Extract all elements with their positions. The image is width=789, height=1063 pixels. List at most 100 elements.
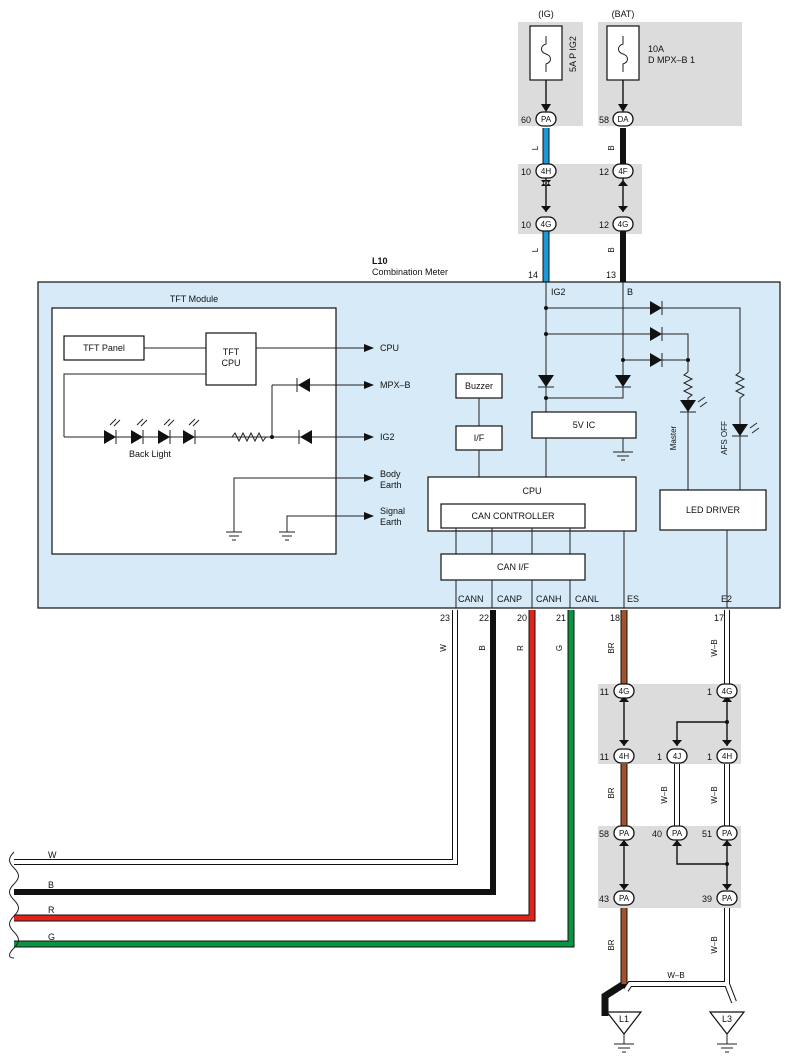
cpu-out-arrow (364, 344, 374, 352)
backlight-label: Back Light (129, 449, 172, 459)
if-box (455, 425, 503, 451)
wire-b-label-2: B (607, 247, 616, 252)
signal-earth-label-1: Signal (380, 506, 405, 516)
five-v-ground-icon (613, 438, 633, 461)
afs-led-rays (749, 422, 760, 434)
conn-j2-bottom-mid-oval (666, 748, 688, 764)
buzzer-label: Buzzer (465, 381, 493, 391)
left-wire-w-label: W (48, 850, 57, 860)
wire-l-label-1: L (531, 145, 540, 150)
pin-j3-bottom-left: 43 (599, 894, 609, 904)
term-es-label: ES (627, 594, 639, 604)
wire-w-case (14, 610, 458, 865)
wire-w-color-label: W (439, 644, 448, 652)
tft-cpu-label-1: TFT (223, 347, 240, 357)
conn-j2-bottom-mid: 4J (673, 752, 681, 761)
conn-j1-top-right: 4F (618, 167, 627, 176)
wire-wb-label-right: W–B (710, 786, 719, 803)
pin-22: 22 (479, 613, 489, 623)
wire-br-label-2: BR (607, 787, 616, 798)
afs-resistor (734, 371, 746, 424)
cpu-out-label: CPU (380, 343, 399, 353)
pin-j3-bottom-right: 39 (702, 894, 712, 904)
meter-id: L10 (372, 256, 388, 266)
right-diode-feeds (546, 307, 650, 361)
wire-b-color-label: B (478, 645, 487, 650)
ig-fuse-rating: 5A P IG2 (568, 36, 578, 72)
five-v-ic-label: 5V IC (573, 420, 596, 430)
wire-wb-segment-3 (624, 908, 736, 1003)
led-driver-box (659, 489, 767, 531)
conn-j2-bottom-right-oval (716, 748, 738, 764)
conn-bat-fuse: DA (617, 115, 629, 124)
wire-e2-label-1: W–B (710, 639, 719, 656)
conn-j3-top-right-oval (716, 825, 738, 841)
ground-l1-icon (614, 1034, 634, 1053)
mpxb-out-arrow (364, 381, 374, 389)
wire-r-color-label: R (516, 645, 525, 651)
pin-j2-bottom-right: 1 (707, 752, 712, 762)
bat-fuse-arrow (618, 104, 628, 112)
afs-off-label: AFS OFF (720, 421, 729, 455)
ground-l3-icon (717, 1034, 737, 1053)
conn-j2-top-right: 4G (722, 687, 733, 696)
pin-j1-top-right: 12 (599, 167, 609, 177)
can-controller-links (455, 528, 571, 554)
conn-j2-top-left: 4G (619, 687, 630, 696)
tft-cpu-box (205, 332, 257, 386)
meter-pin-ig2: 14 (528, 270, 538, 280)
body-earth-line (233, 477, 364, 532)
signal-earth-label-2: Earth (380, 517, 402, 527)
conn-j2-bottom-left-oval (613, 748, 635, 764)
wire-br-label-3: BR (607, 939, 616, 950)
master-resistor (682, 371, 694, 410)
conn-ig-fuse: PA (541, 115, 552, 124)
node-ig2-mid (544, 332, 548, 336)
pin-j3-top-mid: 40 (652, 829, 662, 839)
ig2-out-label: IG2 (380, 432, 395, 442)
pin-j3-top-right: 51 (702, 829, 712, 839)
wire-b-label-1: B (607, 145, 616, 150)
pin-bat-fuse: 58 (599, 115, 609, 125)
term-canp-label: CANP (497, 594, 522, 604)
junction3-node (725, 862, 729, 866)
meter-label-ig2: IG2 (551, 287, 566, 297)
ig-fuse-symbol (541, 36, 551, 72)
pin-21: 21 (556, 613, 566, 623)
pin-20: 20 (517, 613, 527, 623)
bat-fuse-rating-1: 10A (648, 44, 664, 54)
ig2-out-arrow (364, 433, 374, 441)
bat-fuse-symbol (618, 36, 628, 72)
conn-j3-top-mid: PA (672, 829, 683, 838)
afs-led (732, 424, 748, 436)
conn-j3-bottom-left: PA (619, 894, 630, 903)
ig2-internal-diode (538, 375, 554, 387)
conn-j1-top-right-oval (612, 163, 634, 179)
pin-j1-top-left: 10 (521, 167, 531, 177)
conn-j3-top-mid-oval (666, 825, 688, 841)
wire-wb-label-left: W–B (660, 786, 669, 803)
junction2-node (725, 720, 729, 724)
bat-fuse-rating-2: D MPX–B 1 (648, 55, 695, 65)
meter-pin-b: 13 (606, 270, 616, 280)
wire-br-label-1: BR (607, 642, 616, 653)
wire-l-label-2: L (531, 247, 540, 252)
conn-j2-bottom-left: 4H (619, 752, 629, 761)
pin-j2-top-left: 11 (600, 687, 609, 697)
pin-j2-bottom-mid: 1 (657, 752, 662, 762)
ground-l1-label: L1 (619, 1014, 629, 1024)
wire-r (14, 610, 535, 921)
wire-wb-case-2 (674, 764, 730, 826)
pin-ig-fuse: 60 (521, 115, 531, 125)
wire-w (14, 610, 457, 864)
led-driver-label: LED DRIVER (686, 505, 741, 515)
left-wire-r-label: R (48, 905, 55, 915)
conn-ig-fuse-oval (535, 111, 557, 127)
ig-source-label: (IG) (538, 9, 554, 19)
wire-g (14, 610, 574, 947)
pin-17: 17 (714, 613, 724, 623)
can-controller-box (440, 503, 586, 529)
signal-earth-arrow (364, 512, 374, 520)
left-wire-g-label: G (48, 932, 55, 942)
